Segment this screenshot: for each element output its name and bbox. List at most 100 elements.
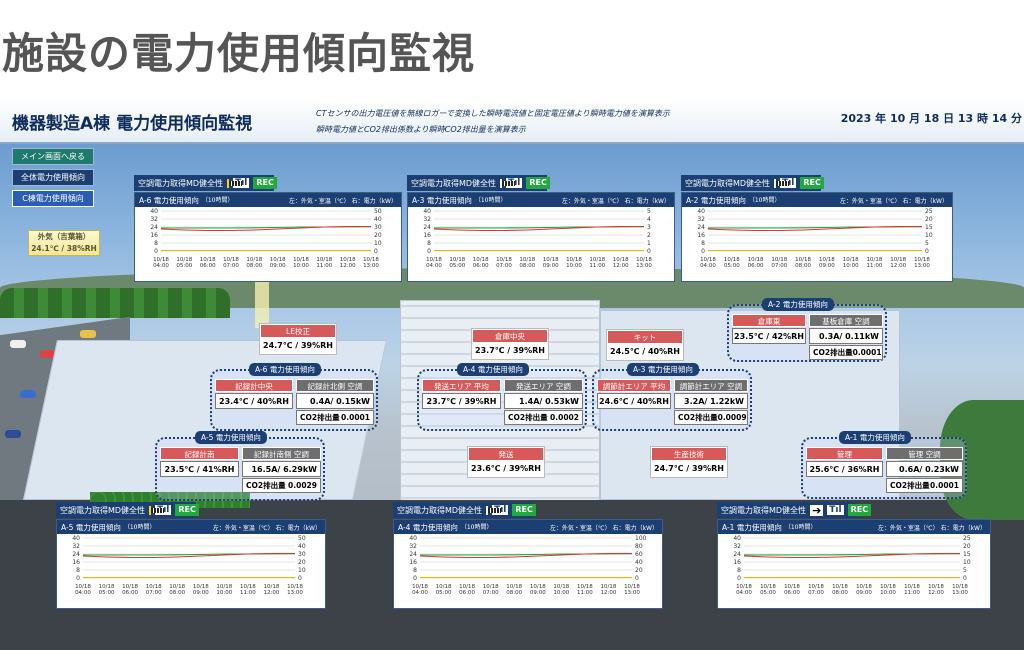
panel-title-bar: A-2 電力使用傾向（10時間）左：外気・室温（℃）右：電力（kW） <box>682 193 952 207</box>
y-tick-left: 16 <box>72 559 80 566</box>
ac-value: 0.3A/ 0.11kW <box>809 328 883 344</box>
md-health-label: 空調電力取得MD健全性 <box>60 505 146 515</box>
panel-title-bar: A-6 電力使用傾向（10時間）左：外気・室温（℃）右：電力（kW） <box>135 193 401 207</box>
ac-value: 3.2A/ 1.22kW <box>674 393 748 409</box>
group-title: A-4 電力使用傾向 <box>457 363 529 376</box>
co2-label: CO2排出量 <box>300 413 340 422</box>
y-tick-right: 20 <box>298 559 306 566</box>
panel-title: A-6 電力使用傾向 <box>139 195 199 205</box>
ac-value: 0.6A/ 0.23kW <box>886 461 963 477</box>
legend-left: 左：外気・室温（℃） <box>561 197 623 205</box>
legend-left: 左：外気・室温（℃） <box>212 524 274 532</box>
y-tick-right: 25 <box>963 535 971 542</box>
car-icon <box>80 330 96 338</box>
ac-value: 0.4A/ 0.15kW <box>296 393 374 409</box>
group-title: A-6 電力使用傾向 <box>249 363 321 376</box>
panel-period: （10時間） <box>748 196 781 204</box>
room-label: 記録計中央 <box>215 379 293 392</box>
room-kit: キット 24.5℃ / 40%RH <box>606 329 684 361</box>
legend-left: 左：外気・室温（℃） <box>549 524 611 532</box>
panel-period: （10時間） <box>474 196 507 204</box>
y-tick-right: 40 <box>298 543 306 550</box>
y-tick-right: 0 <box>374 248 378 255</box>
c-building-trend-button[interactable]: C棟電力使用傾向 <box>12 190 94 207</box>
room-value: 23.5℃ / 41%RH <box>160 461 239 477</box>
y-tick-right: 0 <box>647 248 651 255</box>
slide-title: 施設の電力使用傾向監視 <box>2 29 476 78</box>
co2-label: CO2排出量 <box>678 413 718 422</box>
y-tick-left: 16 <box>409 559 417 566</box>
y-tick-right: 40 <box>374 216 382 223</box>
legend-right: 右：電力（kW） <box>624 197 670 205</box>
calc-note-2: 瞬時電力値とCO2排出係数より瞬時CO2排出量を演算表示 <box>316 125 526 134</box>
rec-indicator: REC <box>847 504 872 516</box>
y-tick-left: 32 <box>697 216 705 223</box>
y-tick-left: 40 <box>72 535 80 542</box>
y-tick-left: 8 <box>76 567 80 574</box>
y-tick-right: 10 <box>925 232 933 239</box>
y-tick-left: 16 <box>697 232 705 239</box>
y-tick-left: 32 <box>72 543 80 550</box>
y-tick-left: 16 <box>423 232 431 239</box>
y-tick-left: 40 <box>697 208 705 215</box>
panel-title-bar: A-1 電力使用傾向（10時間）左：外気・室温（℃）右：電力（kW） <box>718 520 990 534</box>
md-health-label: 空調電力取得MD健全性 <box>138 178 224 188</box>
y-tick-right: 100 <box>635 535 647 542</box>
main-screen-button[interactable]: メイン画面へ戻る <box>12 148 94 165</box>
room-value: 25.6℃ / 36%RH <box>806 461 883 477</box>
y-tick-right: 20 <box>925 216 933 223</box>
y-tick-left: 32 <box>423 216 431 223</box>
trend-panel-a2[interactable]: A-2 電力使用傾向（10時間）左：外気・室温（℃）右：電力（kW）40 25 32… <box>681 192 953 282</box>
y-tick-right: 0 <box>635 575 639 582</box>
y-tick-left: 8 <box>413 567 417 574</box>
y-tick-left: 16 <box>150 232 158 239</box>
y-tick-right: 20 <box>374 232 382 239</box>
room-label: 発送エリア 平均 <box>422 379 501 392</box>
y-tick-right: 10 <box>374 240 382 247</box>
co2-value: 0.0009 <box>717 413 747 422</box>
room-value: 23.4℃ / 40%RH <box>215 393 293 409</box>
panel-title-bar: A-4 電力使用傾向（10時間）左：外気・室温（℃）右：電力（kW） <box>394 520 662 534</box>
y-tick-right: 20 <box>963 543 971 550</box>
y-tick-right: 25 <box>925 208 933 215</box>
ac-label: 記録計北側 空調 <box>296 379 374 392</box>
group-title: A-3 電力使用傾向 <box>627 363 699 376</box>
room-value: 23.7℃ / 39%RH <box>472 343 548 359</box>
signal-icon: Tıl <box>827 505 844 515</box>
y-tick-right: 0 <box>298 575 302 582</box>
co2-label: CO2排出量 <box>246 481 286 490</box>
outside-air-label: 外気（吉葉箱） <box>37 232 91 241</box>
overall-trend-button[interactable]: 全体電力使用傾向 <box>12 169 94 186</box>
